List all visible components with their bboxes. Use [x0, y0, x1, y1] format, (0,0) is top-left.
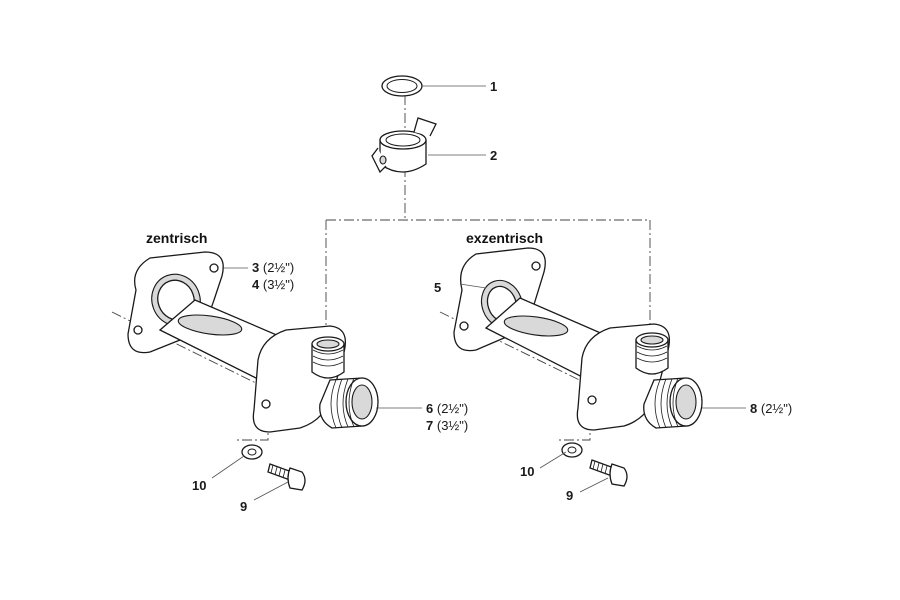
callout-1: 1: [490, 79, 498, 94]
callout-10-right: 10: [520, 464, 535, 479]
zentrisch-title: zentrisch: [146, 230, 208, 246]
callout-5: 5: [434, 280, 442, 295]
callout-10-left: 10: [192, 478, 207, 493]
callout-9-left: 9: [240, 499, 248, 514]
clamp-part: [371, 117, 437, 174]
exzentrisch-assembly: [453, 247, 703, 487]
callout-2: 2: [490, 148, 498, 163]
callout-6: 6 (2½"): [426, 401, 469, 416]
zentrisch-assembly: [127, 251, 379, 491]
callout-9-right: 9: [566, 488, 574, 503]
callout-4: 4 (3½"): [252, 277, 295, 292]
callout-8: 8 (2½"): [750, 401, 793, 416]
assembly-lines: [111, 95, 651, 441]
leader-lines: [211, 85, 746, 501]
exzentrisch-title: exzentrisch: [466, 230, 544, 246]
callout-7: 7 (3½"): [426, 418, 469, 433]
callout-3: 3 (2½"): [252, 260, 295, 275]
o-ring-part: [381, 75, 423, 97]
